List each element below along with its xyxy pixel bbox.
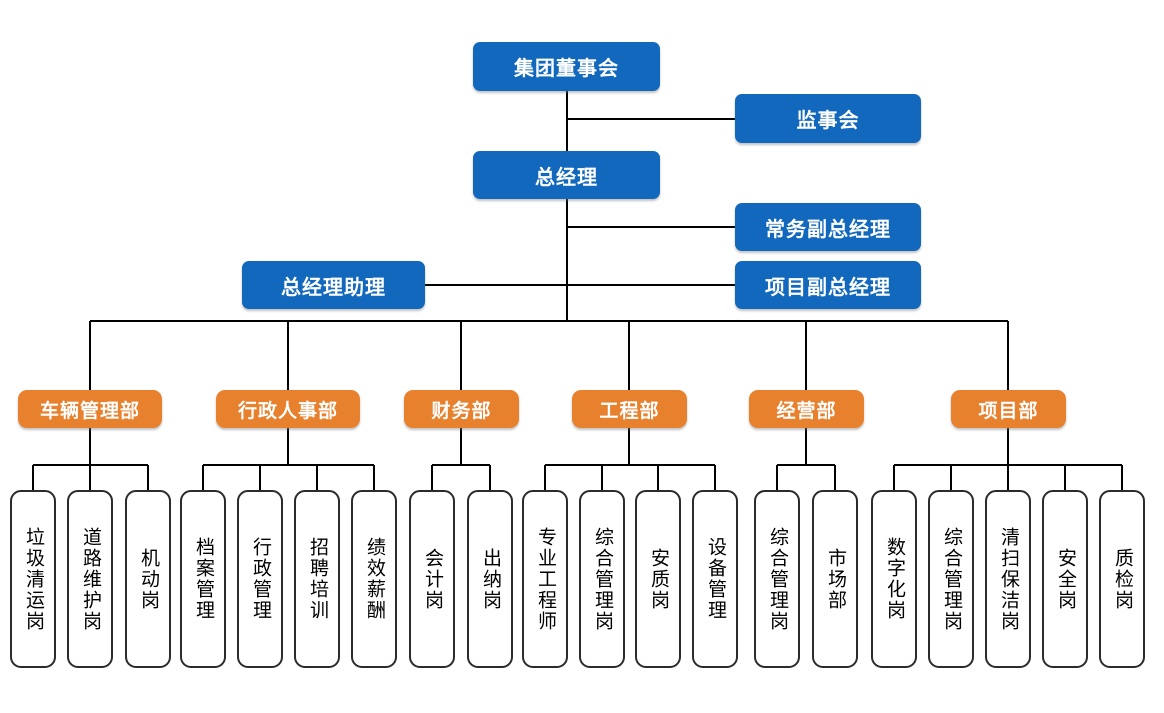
node-label: 总经理助理	[281, 276, 386, 299]
position-box[interactable]: 出纳岗	[467, 490, 513, 668]
position-label: 档案管理	[192, 537, 214, 621]
position-box[interactable]: 数字化岗	[871, 490, 917, 668]
position-label: 设备管理	[704, 537, 726, 621]
position-label: 质检岗	[1111, 547, 1133, 611]
position-label: 安全岗	[1054, 547, 1076, 611]
position-label: 垃圾清运岗	[22, 526, 44, 632]
dept-label: 行政人事部	[237, 400, 338, 422]
position-box[interactable]: 安质岗	[635, 490, 681, 668]
position-label: 行政管理	[249, 537, 271, 621]
node-project-deputy-manager[interactable]: 项目副总经理	[735, 261, 921, 309]
position-label: 清扫保洁岗	[997, 526, 1019, 632]
dept-business-operations[interactable]: 经营部	[749, 390, 864, 428]
position-box[interactable]: 综合管理岗	[579, 490, 625, 668]
node-board-of-directors[interactable]: 集团董事会	[473, 42, 660, 91]
node-supervisory-board[interactable]: 监事会	[735, 94, 921, 143]
position-box[interactable]: 市场部	[812, 490, 858, 668]
position-box[interactable]: 会计岗	[409, 490, 455, 668]
position-label: 道路维护岗	[79, 526, 101, 632]
dept-vehicle-management[interactable]: 车辆管理部	[18, 390, 162, 428]
position-box[interactable]: 专业工程师	[522, 490, 568, 668]
position-label: 出纳岗	[479, 547, 501, 611]
position-label: 会计岗	[421, 547, 443, 611]
position-box[interactable]: 综合管理岗	[754, 490, 800, 668]
position-box[interactable]: 机动岗	[125, 490, 171, 668]
position-label: 招聘培训	[306, 537, 328, 621]
dept-label: 车辆管理部	[39, 400, 140, 422]
position-box[interactable]: 清扫保洁岗	[985, 490, 1031, 668]
node-label: 常务副总经理	[765, 218, 891, 241]
position-box[interactable]: 垃圾清运岗	[10, 490, 56, 668]
position-box[interactable]: 安全岗	[1042, 490, 1088, 668]
dept-project[interactable]: 项目部	[951, 390, 1066, 428]
dept-label: 工程部	[599, 400, 660, 422]
position-box[interactable]: 档案管理	[180, 490, 226, 668]
position-label: 机动岗	[137, 547, 159, 611]
position-box[interactable]: 综合管理岗	[928, 490, 974, 668]
node-label: 项目副总经理	[765, 276, 891, 299]
dept-engineering[interactable]: 工程部	[572, 390, 687, 428]
dept-label: 经营部	[776, 400, 837, 422]
position-box[interactable]: 行政管理	[237, 490, 283, 668]
position-box[interactable]: 设备管理	[692, 490, 738, 668]
node-label: 集团董事会	[514, 58, 619, 80]
node-executive-deputy-manager[interactable]: 常务副总经理	[735, 203, 921, 251]
node-label: 监事会	[796, 110, 860, 132]
position-label: 安质岗	[647, 547, 669, 611]
position-box[interactable]: 招聘培训	[294, 490, 340, 668]
node-label: 总经理	[535, 166, 598, 189]
position-label: 数字化岗	[883, 537, 905, 621]
position-label: 绩效薪酬	[363, 537, 385, 621]
position-label: 综合管理岗	[591, 526, 613, 632]
dept-label: 财务部	[431, 400, 492, 422]
node-general-manager[interactable]: 总经理	[473, 151, 660, 199]
position-label: 综合管理岗	[766, 526, 788, 632]
position-label: 综合管理岗	[940, 526, 962, 632]
node-gm-assistant[interactable]: 总经理助理	[242, 261, 425, 309]
position-box[interactable]: 道路维护岗	[67, 490, 113, 668]
dept-finance[interactable]: 财务部	[404, 390, 519, 428]
dept-label: 项目部	[978, 400, 1039, 422]
position-box[interactable]: 绩效薪酬	[351, 490, 397, 668]
position-label: 市场部	[824, 547, 846, 611]
dept-administration-hr[interactable]: 行政人事部	[216, 390, 360, 428]
position-box[interactable]: 质检岗	[1099, 490, 1145, 668]
position-label: 专业工程师	[534, 526, 556, 632]
